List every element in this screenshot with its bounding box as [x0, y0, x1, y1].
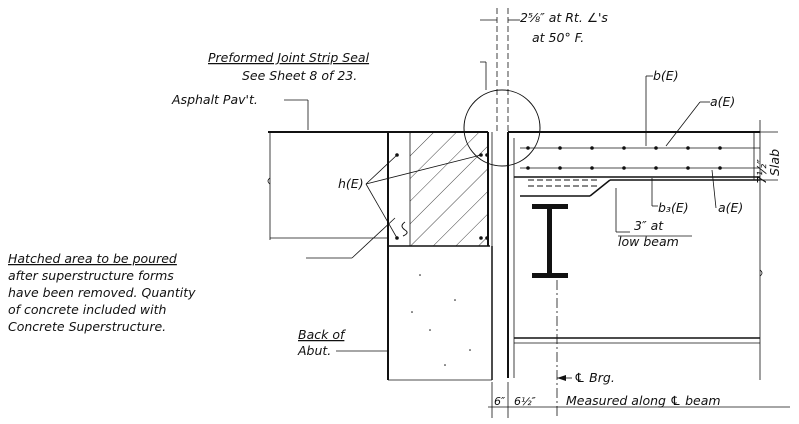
bar-a-bottom-label: a(E) [718, 200, 743, 215]
bar-b3-label: b₃(E) [658, 200, 689, 215]
measured-label: Measured along ℄ beam [566, 393, 721, 408]
hatch-note-line-3: have been removed. Quantity [8, 285, 196, 300]
hatch-note-line-1: Hatched area to be poured [8, 251, 177, 266]
seal-note: Preformed Joint Strip Seal See Sheet 8 o… [208, 50, 541, 167]
hatch-note-line-4: of concrete included with [8, 302, 167, 317]
seal-note-line-1: Preformed Joint Strip Seal [208, 50, 370, 65]
seal-note-line-2: See Sheet 8 of 23. [242, 68, 357, 83]
low-beam-line-2: low beam [618, 234, 679, 249]
bearing-centerline: ℄ Brg. [556, 280, 615, 418]
asphalt-label: Asphalt Pav't. [171, 92, 258, 107]
bar-h-label: h(E) [338, 176, 364, 191]
low-beam-line-1: 3″ at [634, 218, 664, 233]
bottom-dimensions: 6″ 6½″ Measured along ℄ beam [488, 382, 790, 418]
hatch-note-line-2: after superstructure forms [8, 268, 174, 283]
slab-dim-word: Slab [767, 149, 782, 176]
gap-dim-text-1: 2⅝″ at Rt. ∠'s [520, 10, 608, 25]
dim-6: 6″ [494, 395, 506, 408]
bar-a-top-label: a(E) [710, 94, 735, 109]
steel-beam [514, 120, 763, 380]
bar-b-label: b(E) [653, 68, 679, 83]
dim-6-half: 6½″ [514, 395, 537, 408]
brg-label: ℄ Brg. [574, 370, 615, 385]
slab-depth-dimension: 7½″ Slab [740, 131, 782, 184]
hatch-note-line-5: Concrete Superstructure. [8, 319, 166, 334]
hatch-note: Hatched area to be poured after superstr… [8, 217, 396, 334]
backwall [387, 132, 493, 380]
rebar-labels: b(E) a(E) h(E) b₃(E) a(E) 3″ at low beam [338, 68, 743, 249]
back-of-abutment-note: Back of Abut. [297, 327, 388, 358]
seal-detail-circle [463, 89, 541, 167]
gap-dim-text-2: at 50° F. [532, 30, 584, 45]
deck-slab [507, 131, 760, 378]
joint-gap-dimension: 2⅝″ at Rt. ∠'s at 50° F. [480, 8, 608, 132]
slab-dim-value: 7½″ [754, 159, 769, 184]
back-line-2: Abut. [297, 343, 331, 358]
abutment [388, 246, 493, 381]
back-line-1: Back of [298, 327, 346, 342]
